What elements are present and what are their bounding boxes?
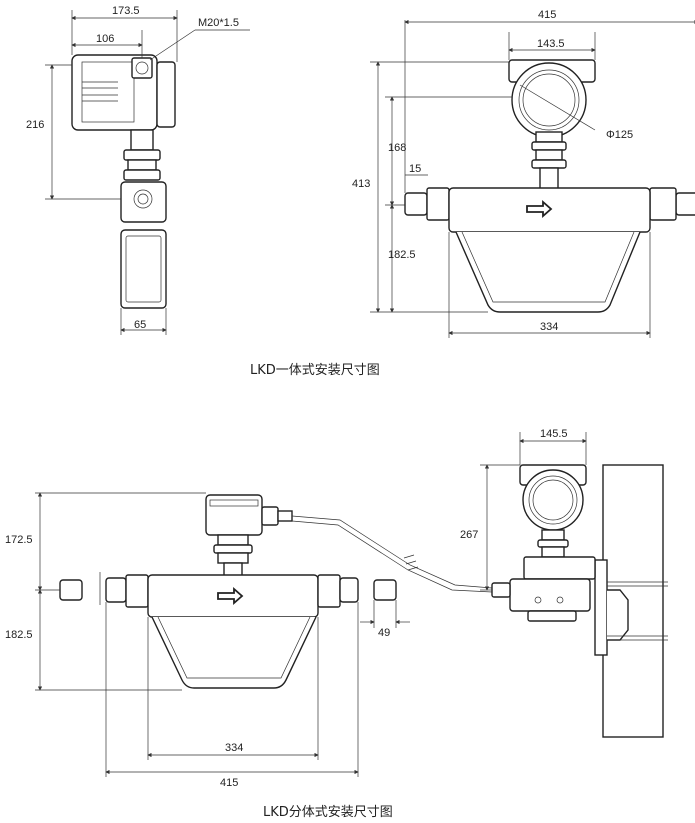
cable-gland xyxy=(131,57,153,79)
dim-head-width: 143.5 xyxy=(537,38,565,50)
flow-arrow-remote xyxy=(217,587,244,605)
dim-width-inner: 106 xyxy=(96,33,114,45)
dim-lower-height: 182.5 xyxy=(388,249,416,261)
dim-height: 216 xyxy=(26,119,44,131)
pipe-block xyxy=(120,181,167,223)
sensor-housing-side xyxy=(120,229,167,309)
remote-sensor-view: 172.5 182.5 49 334 415 xyxy=(5,492,493,789)
caption-remote: LKD分体式安装尺寸图 xyxy=(263,805,393,820)
transmitter-head-remote xyxy=(522,469,584,531)
sensor-frame-remote xyxy=(151,616,317,689)
junction-box xyxy=(205,494,263,536)
dim-total-length: 415 xyxy=(538,9,556,21)
dim-upper-height: 168 xyxy=(388,142,406,154)
left-connector xyxy=(59,579,83,601)
integrated-front-view: 415 143.5 Φ125 413 168 15 182.5 334 xyxy=(352,9,695,338)
dim-head-diameter: Φ125 xyxy=(606,129,633,141)
flow-arrow xyxy=(526,200,553,218)
integrated-side-view: 173.5 106 M20*1.5 216 65 xyxy=(26,5,250,335)
dim-upper-height-remote: 172.5 xyxy=(5,534,33,546)
dim-width-total: 173.5 xyxy=(112,5,140,17)
caption-integrated: LKD一体式安装尺寸图 xyxy=(250,363,380,378)
dim-height-remote: 267 xyxy=(460,529,478,541)
transmitter-base xyxy=(509,578,591,612)
dim-frame-width-remote: 334 xyxy=(225,742,243,754)
sensor-frame xyxy=(455,231,641,313)
thread-label: M20*1.5 xyxy=(198,17,239,29)
sensor-tube-remote xyxy=(147,574,319,618)
dim-bottom-width: 65 xyxy=(134,319,146,331)
bracket-plate xyxy=(594,559,608,656)
dim-flange: 49 xyxy=(378,627,390,639)
remote-transmitter-view: 145.5 267 xyxy=(460,428,668,738)
signal-cable xyxy=(291,515,493,589)
dim-total-length-remote: 415 xyxy=(220,777,238,789)
dim-head-width-remote: 145.5 xyxy=(540,428,568,440)
dim-frame-width: 334 xyxy=(540,321,558,333)
dim-lower-height-remote: 182.5 xyxy=(5,629,33,641)
neck xyxy=(130,129,154,151)
dim-pipe: 15 xyxy=(409,163,421,175)
right-connector xyxy=(373,579,397,601)
dim-total-height: 413 xyxy=(352,178,370,190)
